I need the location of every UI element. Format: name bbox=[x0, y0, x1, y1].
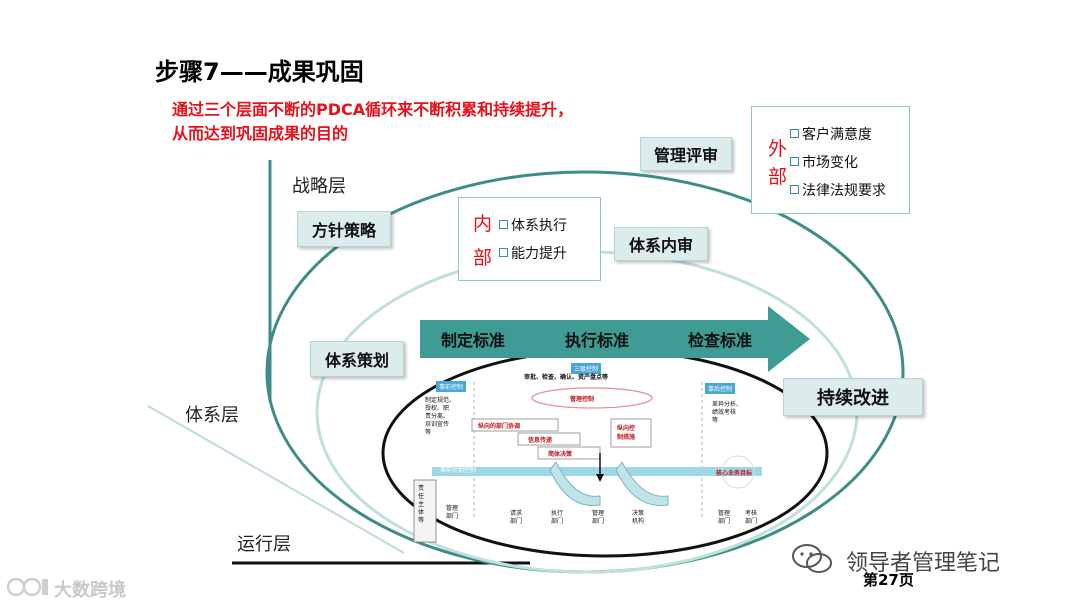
management-control-loop bbox=[531, 387, 653, 409]
box-system-planning: 体系策划 bbox=[310, 341, 404, 377]
flow-bar bbox=[432, 467, 762, 476]
external-item: 客户满意度 bbox=[790, 124, 872, 144]
external-char-2: 部 bbox=[768, 166, 788, 188]
department-label: 考核部门 bbox=[745, 510, 758, 525]
checkbox-square-icon bbox=[790, 157, 799, 166]
box-internal-audit: 体系内审 bbox=[614, 227, 708, 261]
layer-label-strategy: 战略层 bbox=[292, 176, 346, 197]
internal-factors-note: 内 部 体系执行 能力提升 bbox=[458, 197, 601, 281]
department-label: 管理部门 bbox=[718, 510, 731, 525]
subtitle-line-2: 从而达到巩固成果的目的 bbox=[172, 124, 349, 143]
system-diagonal-line bbox=[147, 405, 405, 554]
external-char-1: 外 bbox=[768, 138, 788, 160]
wechat-icon bbox=[792, 544, 832, 573]
checkbox-square-icon bbox=[499, 248, 508, 257]
inner-flow-bar-label: 事前计划控制 bbox=[440, 467, 477, 474]
box-policy-strategy: 方针策略 bbox=[297, 211, 391, 247]
wechat-account-name: 领导者管理笔记 bbox=[846, 551, 1001, 576]
inner-right-text: 差异分析、 绩效考核 等 bbox=[712, 401, 743, 424]
internal-item: 能力提升 bbox=[499, 243, 567, 263]
department-label: 管理部门 bbox=[446, 505, 459, 520]
box-continuous-improvement: 持续改进 bbox=[783, 378, 923, 416]
inner-top-tag: 三级控制 bbox=[571, 363, 602, 374]
inner-step-1: 纵向的部门协调 bbox=[478, 423, 521, 430]
brand-name: 大数跨境 bbox=[54, 580, 126, 601]
page-title: 步骤7——成果巩固 bbox=[155, 58, 364, 86]
external-item: 市场变化 bbox=[790, 152, 858, 172]
brand-logo-icon bbox=[6, 577, 48, 597]
inner-step-2: 信息传递 bbox=[528, 437, 553, 444]
subtitle-line-1: 通过三个层面不断的PDCA循环来不断积累和持续提升， bbox=[172, 100, 574, 119]
inner-top-text: 审批、检查、确认、资产盘点等 bbox=[524, 374, 609, 381]
box-management-review: 管理评审 bbox=[640, 137, 732, 171]
target-ring bbox=[721, 455, 755, 489]
inner-target-label: 核心业务目标 bbox=[716, 470, 753, 477]
arrow-label-execute-standard: 执行标准 bbox=[565, 331, 630, 350]
inner-left-tag: 事前控制 bbox=[436, 381, 467, 392]
department-label: 管理部门 bbox=[592, 510, 605, 525]
layer-label-system: 体系层 bbox=[185, 405, 239, 426]
curve-shape-left bbox=[549, 461, 601, 507]
page-number: 第27页 bbox=[863, 571, 914, 589]
checkbox-square-icon bbox=[790, 129, 799, 138]
internal-item: 体系执行 bbox=[499, 215, 567, 235]
inner-step-3: 简体决策 bbox=[548, 451, 573, 458]
checkbox-square-icon bbox=[499, 220, 508, 229]
curve-shape-right bbox=[615, 461, 669, 507]
inner-side-step: 纵向控 制措施 bbox=[617, 425, 636, 441]
pdca-arrow-shape bbox=[420, 306, 810, 372]
inner-center-label: 管理控制 bbox=[570, 396, 595, 403]
inner-right-tag: 事后控制 bbox=[705, 383, 736, 394]
department-label: 执行部门 bbox=[551, 510, 564, 525]
department-label: 请求部门 bbox=[510, 510, 523, 525]
external-factors-note: 外 部 客户满意度 市场变化 法律法规要求 bbox=[751, 106, 910, 214]
checkbox-square-icon bbox=[790, 185, 799, 194]
department-label: 决策机构 bbox=[632, 510, 645, 525]
inner-left-text: 制定规范、 授权、职 责分离、 培训宣传 等 bbox=[425, 397, 456, 436]
arrow-label-check-standard: 检查标准 bbox=[688, 331, 753, 350]
external-item: 法律法规要求 bbox=[790, 180, 886, 200]
internal-char-1: 内 bbox=[473, 213, 493, 235]
arrow-label-set-standard: 制定标准 bbox=[441, 331, 506, 350]
layer-label-operation: 运行层 bbox=[237, 534, 291, 555]
inner-left-column: 责 任 主 体 等 bbox=[418, 485, 425, 524]
internal-char-2: 部 bbox=[473, 247, 493, 269]
